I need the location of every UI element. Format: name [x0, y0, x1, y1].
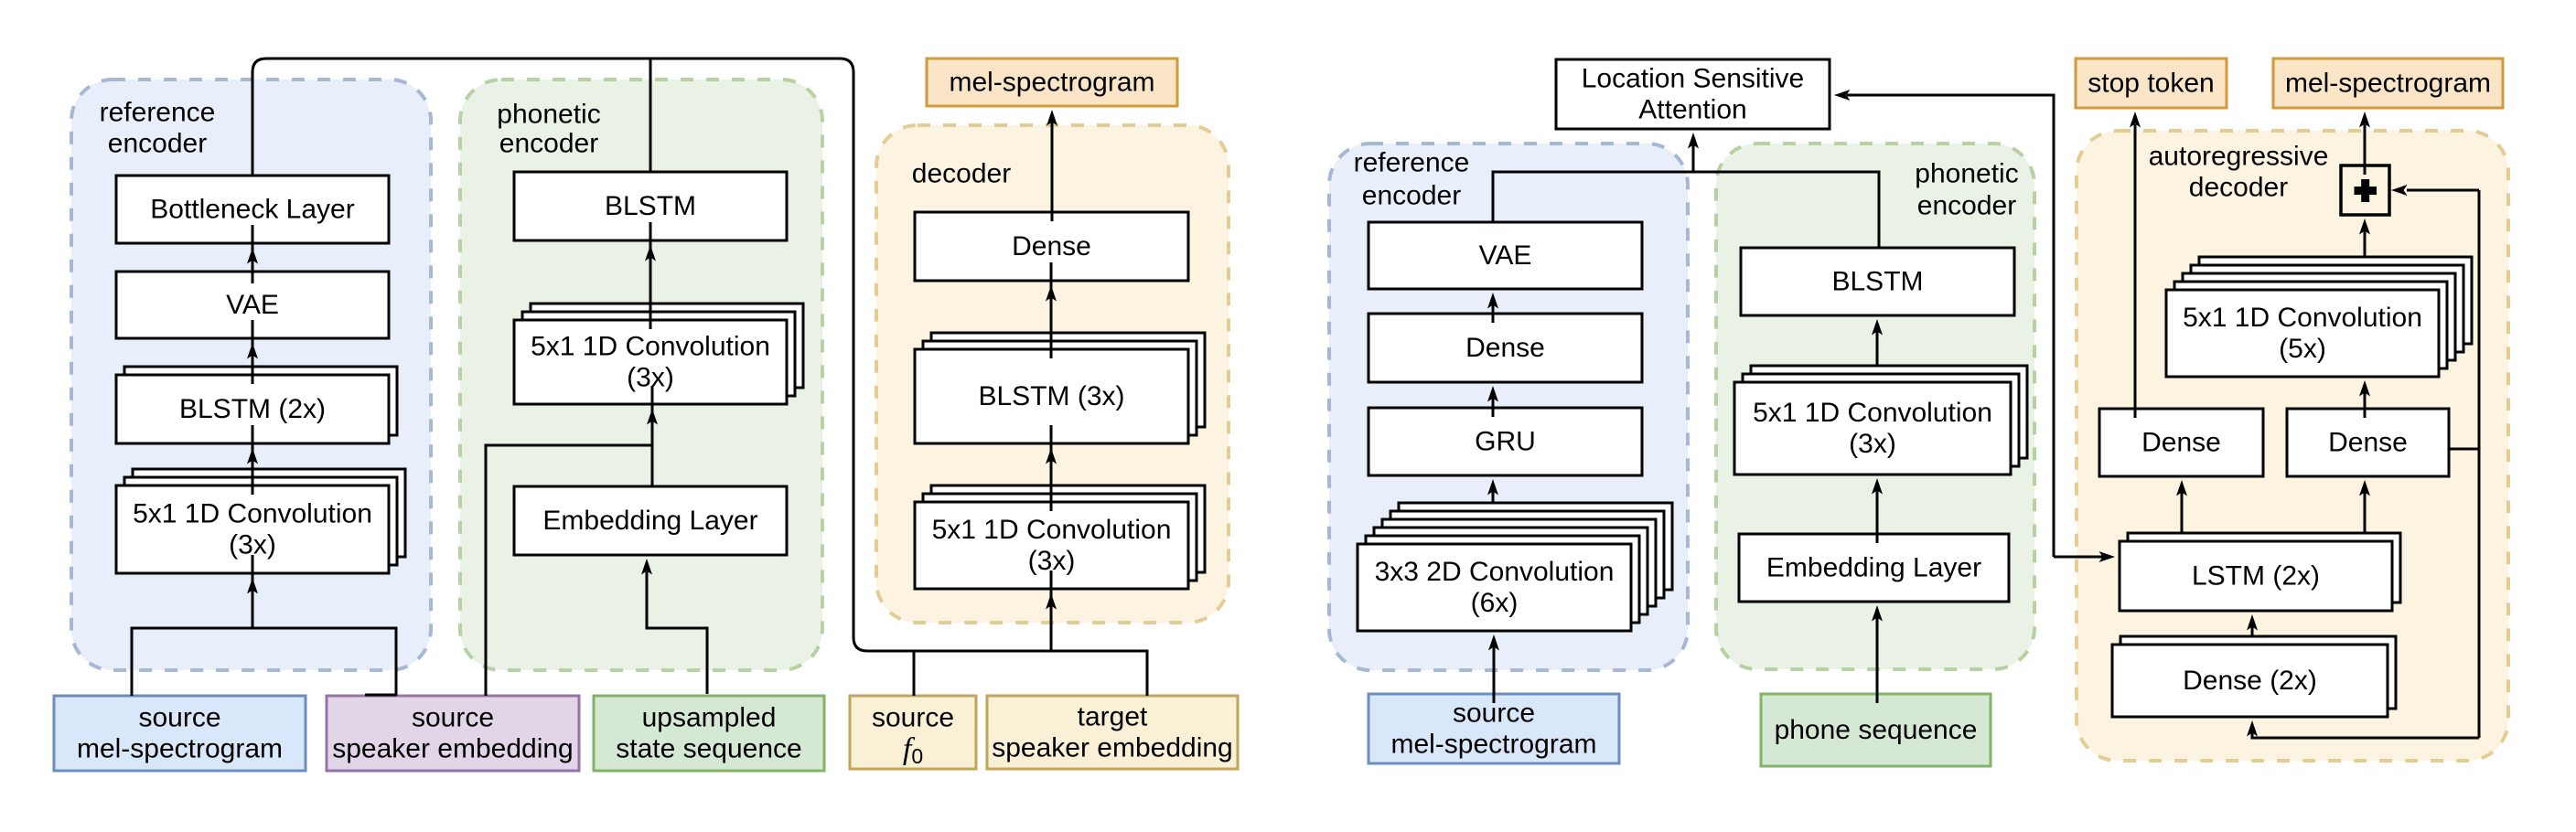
svg-text:state sequence: state sequence: [616, 734, 801, 764]
svg-text:5x1 1D Convolution: 5x1 1D Convolution: [932, 515, 1172, 545]
svg-text:phone sequence: phone sequence: [1775, 715, 1978, 745]
svg-text:stop token: stop token: [2088, 69, 2214, 99]
svg-text:decoder: decoder: [2189, 173, 2288, 203]
svg-text:mel-spectrogram: mel-spectrogram: [949, 68, 1154, 98]
svg-text:mel-spectrogram: mel-spectrogram: [2285, 69, 2491, 99]
svg-text:speaker embedding: speaker embedding: [992, 733, 1233, 763]
svg-text:5x1 1D Convolution: 5x1 1D Convolution: [2183, 303, 2422, 333]
svg-text:Dense (2x): Dense (2x): [2183, 666, 2317, 696]
svg-text:Dense: Dense: [1012, 231, 1091, 261]
svg-text:Dense: Dense: [2141, 428, 2221, 458]
svg-text:Dense: Dense: [1465, 333, 1545, 363]
svg-text:GRU: GRU: [1475, 427, 1536, 457]
svg-text:mel-spectrogram: mel-spectrogram: [1390, 730, 1596, 760]
svg-text:Bottleneck Layer: Bottleneck Layer: [150, 195, 354, 225]
svg-text:reference: reference: [100, 98, 216, 128]
svg-text:encoder: encoder: [1917, 191, 2016, 221]
svg-text:phonetic: phonetic: [1915, 159, 2018, 189]
svg-text:BLSTM (3x): BLSTM (3x): [978, 381, 1124, 411]
svg-text:phonetic: phonetic: [497, 100, 600, 130]
svg-text:Dense: Dense: [2328, 428, 2408, 458]
svg-text:encoder: encoder: [108, 129, 207, 159]
svg-text:Location Sensitive: Location Sensitive: [1582, 64, 1805, 94]
svg-text:(6x): (6x): [1471, 588, 1519, 618]
svg-text:BLSTM (2x): BLSTM (2x): [179, 394, 326, 424]
svg-text:mel-spectrogram: mel-spectrogram: [77, 734, 283, 764]
svg-text:BLSTM: BLSTM: [1831, 267, 1923, 297]
svg-text:source: source: [872, 703, 954, 733]
svg-text:source: source: [412, 703, 494, 733]
svg-text:encoder: encoder: [1362, 181, 1461, 211]
svg-text:5x1 1D Convolution: 5x1 1D Convolution: [1753, 398, 1992, 428]
svg-text:encoder: encoder: [499, 129, 598, 159]
svg-text:(5x): (5x): [2279, 334, 2326, 364]
svg-text:VAE: VAE: [226, 290, 279, 320]
svg-text:5x1 1D Convolution: 5x1 1D Convolution: [133, 499, 372, 529]
svg-text:target: target: [1078, 702, 1148, 732]
svg-text:Embedding Layer: Embedding Layer: [542, 506, 757, 536]
svg-text:LSTM (2x): LSTM (2x): [2192, 561, 2320, 592]
svg-text:(3x): (3x): [627, 363, 674, 393]
svg-text:source: source: [138, 703, 220, 733]
svg-text:(3x): (3x): [1849, 429, 1896, 459]
svg-text:5x1 1D Convolution: 5x1 1D Convolution: [531, 332, 770, 362]
svg-text:Embedding Layer: Embedding Layer: [1766, 553, 1981, 583]
svg-text:speaker embedding: speaker embedding: [332, 734, 574, 764]
svg-text:reference: reference: [1354, 148, 1470, 178]
svg-text:upsampled: upsampled: [642, 703, 777, 733]
svg-text:3x3 2D Convolution: 3x3 2D Convolution: [1375, 557, 1615, 587]
svg-text:autoregressive: autoregressive: [2149, 142, 2329, 172]
svg-text:decoder: decoder: [912, 159, 1011, 189]
svg-text:Attention: Attention: [1638, 95, 1746, 125]
svg-text:BLSTM: BLSTM: [605, 191, 696, 221]
svg-text:VAE: VAE: [1479, 240, 1532, 271]
